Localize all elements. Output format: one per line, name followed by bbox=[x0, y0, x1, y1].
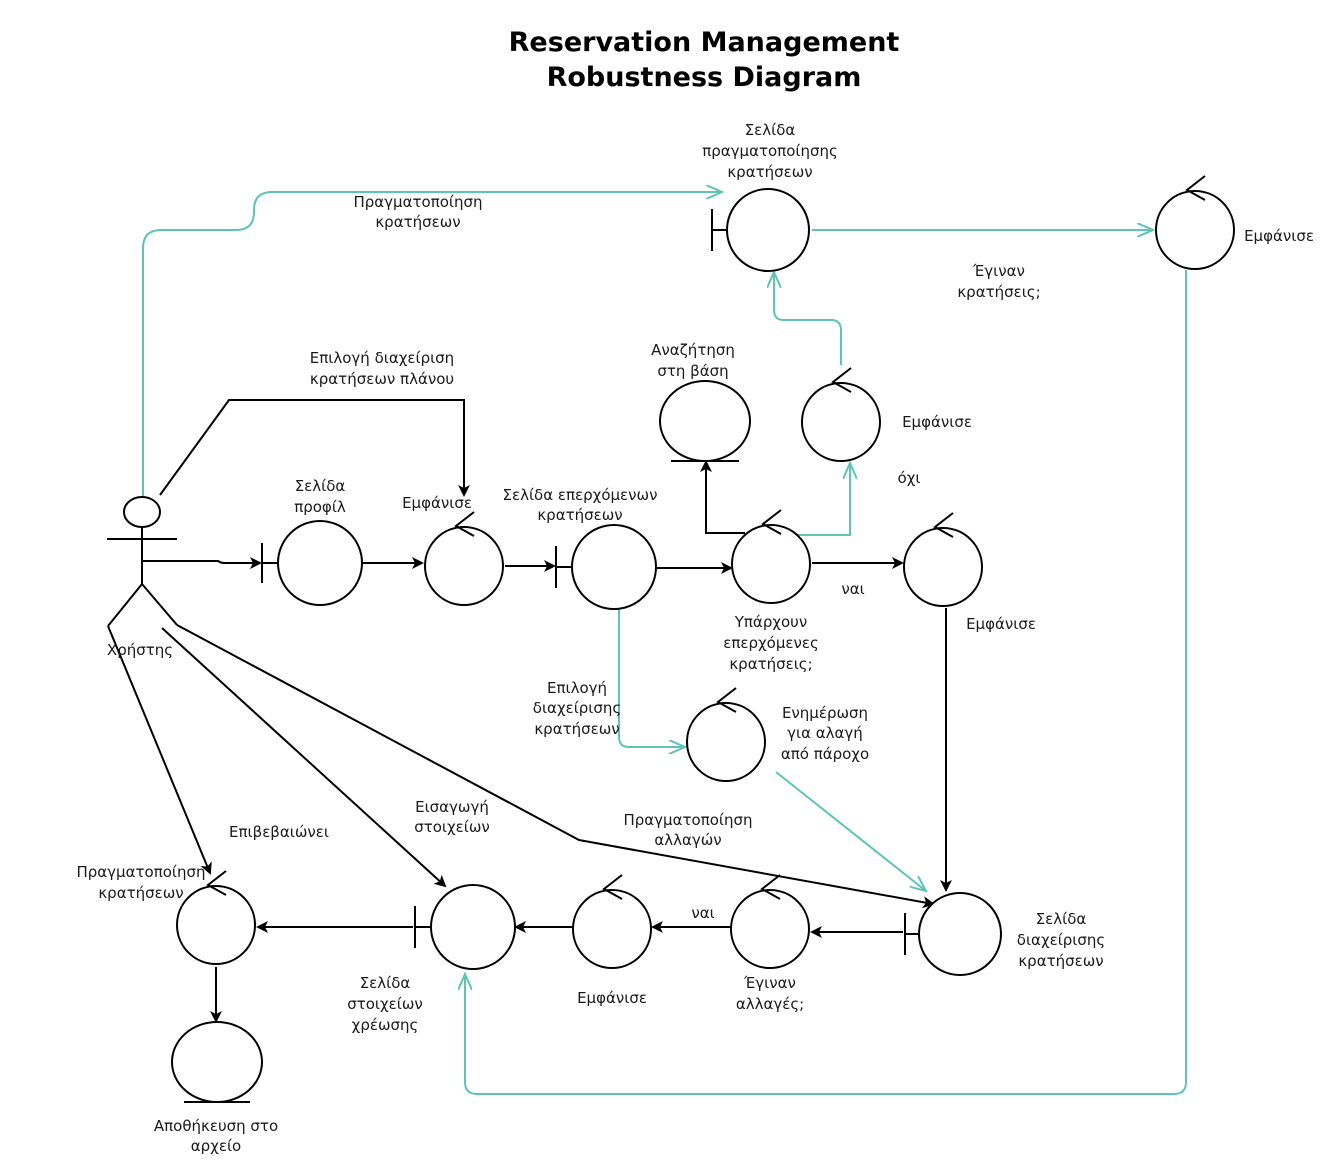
edge-label-confirms: Επιβεβαιώνει bbox=[229, 823, 329, 841]
label-display-mid: Εμφάνισε bbox=[902, 413, 972, 431]
label-page-profile-2: προφίλ bbox=[294, 498, 346, 516]
actor-user bbox=[107, 496, 178, 627]
control-upcoming-exist bbox=[731, 509, 811, 604]
edge-upcoming-page-to-update bbox=[618, 608, 685, 747]
label-page-upcoming-2: κρατήσεων bbox=[537, 506, 622, 524]
label-page-billing-1: Σελίδα bbox=[360, 974, 411, 992]
label-upcoming-exist-2: επερχόμενες bbox=[723, 634, 819, 652]
label-page-upcoming-1: Σελίδα επερχόμενων bbox=[503, 486, 658, 504]
label-do-reservation-1: Πραγματοποίηση bbox=[76, 863, 205, 881]
edge-label-no: όχι bbox=[898, 469, 921, 487]
label-display-right: Εμφάνισε bbox=[966, 615, 1036, 633]
control-display-mid bbox=[801, 367, 881, 462]
edge-label-choose-manage-1: Επιλογή bbox=[547, 679, 607, 697]
label-page-manage-3: κρατήσεων bbox=[1018, 952, 1103, 970]
control-display-profile bbox=[424, 511, 504, 606]
edge-display-top-to-billing bbox=[465, 270, 1187, 1095]
primary-flow-edges bbox=[107, 399, 952, 1023]
label-search-db-2: στη βάση bbox=[657, 362, 728, 380]
label-display-bottom: Εμφάνισε bbox=[577, 989, 647, 1007]
control-display-top-right bbox=[1155, 175, 1235, 270]
edge-display-mid-to-page-do bbox=[774, 272, 842, 365]
boundary-page-upcoming bbox=[555, 524, 657, 610]
edge-label-do-reservations-1: Πραγματοποίηση bbox=[353, 193, 482, 211]
edge-label-choose-manage-3: κρατήσεων bbox=[534, 720, 619, 738]
edge-label-reservations-made-2: κρατήσεις; bbox=[957, 283, 1040, 301]
control-changes-made bbox=[730, 874, 810, 969]
boundary-page-manage bbox=[904, 892, 1002, 976]
edge-actor-to-billing bbox=[161, 627, 447, 888]
label-save-file-1: Αποθήκευση στο bbox=[154, 1117, 278, 1135]
control-display-bottom bbox=[572, 874, 652, 969]
label-search-db-1: Αναζήτηση bbox=[651, 341, 735, 359]
edge-label-yes-bottom: ναι bbox=[691, 904, 714, 922]
edge-upcoming-to-display-mid bbox=[795, 463, 850, 536]
edge-actor-to-manage bbox=[176, 624, 935, 909]
alt-flow-edges bbox=[142, 192, 1187, 1095]
label-page-billing-3: χρέωσης bbox=[352, 1016, 419, 1034]
entity-save-file bbox=[171, 1021, 263, 1103]
boundary-page-profile bbox=[261, 520, 363, 606]
edge-label-choose-manage-plan-2: κρατήσεων πλάνου bbox=[310, 370, 454, 388]
control-update-change bbox=[686, 687, 766, 782]
edge-actor-to-page-do-reservations bbox=[142, 192, 722, 497]
edge-label-reservations-made-1: Έγιναν bbox=[972, 262, 1025, 280]
label-display-profile: Εμφάνισε bbox=[402, 494, 472, 512]
label-do-reservation-2: κρατήσεων bbox=[98, 884, 183, 902]
label-update-change-1: Ενημέρωση bbox=[782, 704, 868, 722]
edge-label-yes-right: ναι bbox=[841, 580, 864, 598]
boundary-page-do-reservations bbox=[711, 188, 810, 272]
label-upcoming-exist-1: Υπάρχουν bbox=[734, 613, 808, 631]
label-upcoming-exist-3: κρατήσεις; bbox=[729, 655, 812, 673]
edge-exist-to-search bbox=[700, 460, 745, 534]
label-page-do-1: Σελίδα bbox=[745, 121, 796, 139]
edge-update-to-manage bbox=[775, 771, 926, 891]
label-changes-made-1: Έγιναν bbox=[743, 974, 796, 992]
label-page-manage-1: Σελίδα bbox=[1036, 910, 1087, 928]
label-save-file-2: αρχείο bbox=[191, 1137, 241, 1155]
label-page-manage-2: διαχείρισης bbox=[1017, 931, 1105, 949]
entity-search-db bbox=[659, 380, 751, 462]
diagram-title-line1: Reservation Management bbox=[509, 27, 900, 58]
actor-label: Χρήστης bbox=[107, 641, 173, 659]
edge-label-enter-data-2: στοιχείων bbox=[414, 818, 490, 836]
label-changes-made-2: αλλαγές; bbox=[736, 995, 804, 1013]
label-page-do-3: κρατήσεων bbox=[727, 163, 812, 181]
edge-label-do-changes-2: αλλαγών bbox=[654, 831, 721, 849]
edge-label-choose-manage-2: διαχείρισης bbox=[533, 699, 621, 717]
edge-label-enter-data-1: Εισαγωγή bbox=[415, 798, 489, 816]
label-display-top-right: Εμφάνισε bbox=[1244, 227, 1314, 245]
edge-label-do-changes-1: Πραγματοποίηση bbox=[623, 811, 752, 829]
label-page-do-2: πραγματοποίησης bbox=[702, 142, 838, 160]
control-display-right bbox=[903, 512, 983, 607]
label-page-profile-1: Σελίδα bbox=[295, 477, 346, 495]
edge-label-choose-manage-plan-1: Επιλογή διαχείριση bbox=[310, 349, 454, 367]
label-page-billing-2: στοιχείων bbox=[347, 995, 423, 1013]
control-do-reservation bbox=[176, 870, 256, 965]
diagram-title-line2: Robustness Diagram bbox=[547, 62, 862, 93]
edge-actor-to-do-reservation bbox=[107, 625, 212, 875]
label-update-change-3: από πάροχο bbox=[781, 745, 869, 763]
edge-actor-to-page-profile bbox=[143, 557, 262, 569]
edge-actor-to-display-profile bbox=[159, 399, 470, 497]
edge-label-do-reservations-2: κρατήσεων bbox=[375, 213, 460, 231]
label-update-change-2: για αλαγή bbox=[787, 724, 863, 742]
boundary-page-billing bbox=[414, 884, 516, 970]
